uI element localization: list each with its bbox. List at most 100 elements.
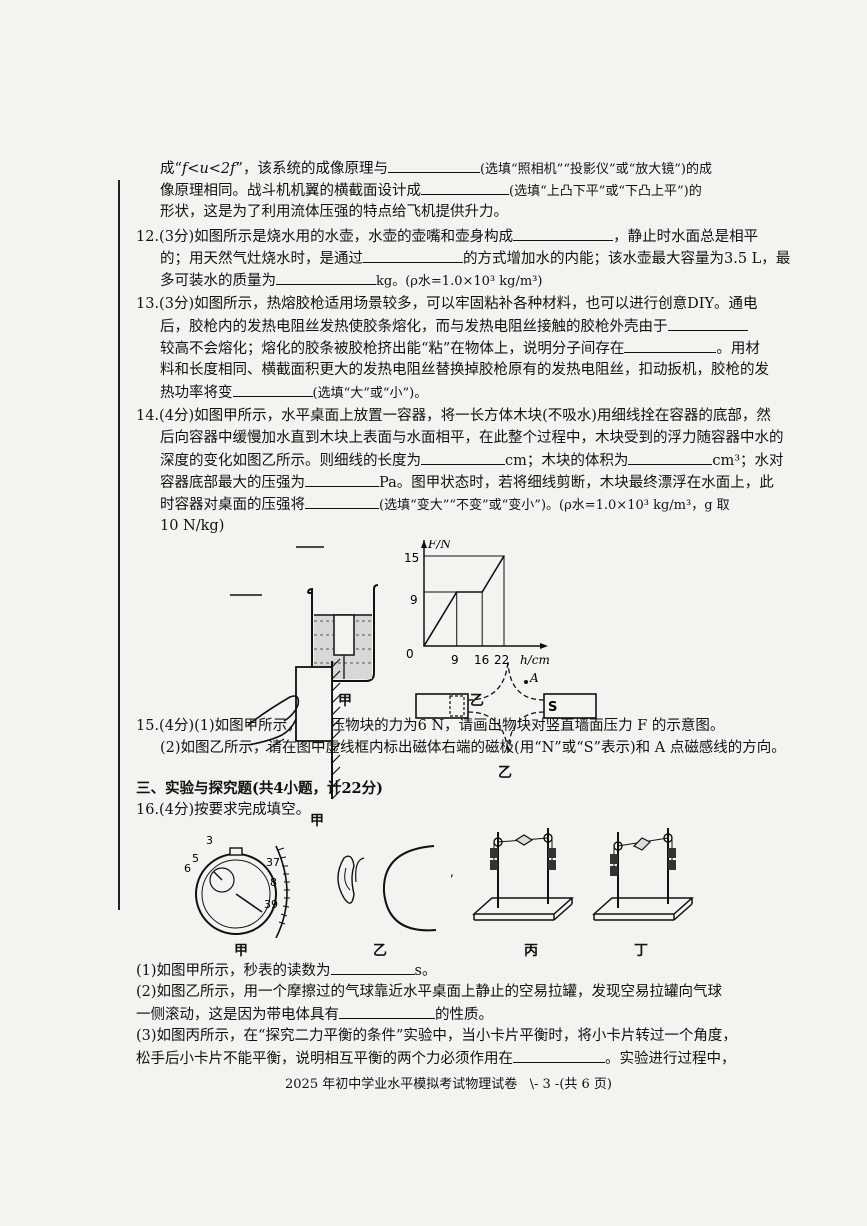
pole-box-dashed[interactable] [449, 695, 465, 717]
q14-text: cm；木块的体积为 [505, 453, 629, 469]
force-depth-graph: F/N h/cm 0 15 9 9 16 22 [402, 540, 552, 692]
q12-line2: 的；用天然气灶烧水时，是通过 的方式增加水的内能；该水壶最大容量为3.5 L，最 [160, 248, 790, 270]
svg-text:,: , [450, 865, 454, 879]
q11-text: 成“ [160, 161, 182, 177]
q14-text: 时容器对桌面的压强将 [160, 497, 305, 513]
finger-block-figure [246, 655, 376, 805]
x-axis-arrow [540, 643, 548, 649]
beaker-figure [228, 545, 398, 695]
q13-line2: 后，胶枪内的发热电阻丝发热使胶条熔化，而与发热电阻丝接触的胶枪外壳由于 [160, 316, 748, 338]
stopwatch-figure: 3 5 6 37 8 39 [180, 826, 310, 938]
q11-text: 像原理相同。战斗机机翼的横截面设计成 [160, 183, 421, 199]
q16-text: 松手后小卡片不能平衡，说明相互平衡的两个力必须作用在 [136, 1051, 513, 1067]
answer-blank[interactable] [421, 180, 509, 195]
q16-text: 一侧滚动，这是因为带电体具有 [136, 1007, 339, 1023]
answer-blank[interactable] [330, 960, 415, 975]
origin-label: 0 [406, 647, 414, 661]
fig14-caption-jia: 甲 [338, 693, 352, 709]
q13-line3: 较高不会熔化；熔化的胶条被胶枪挤出能“粘”在物体上，说明分子间存在 。用材 [160, 338, 760, 360]
answer-blank[interactable] [232, 382, 313, 397]
q13-hint: (选填“大”或“小”)。 [312, 386, 428, 401]
answer-blank[interactable] [305, 472, 379, 487]
q14-line6: 10 N/kg) [160, 518, 225, 534]
answer-blank[interactable] [513, 1048, 605, 1063]
q12-line3: 多可装水的质量为 kg。(ρ水=1.0×10³ kg/m³) [160, 270, 542, 292]
stopwatch-label-39: 39 [264, 898, 278, 911]
q11-hint: (选填“上凸下平”或“下凸上平”)的 [509, 184, 702, 199]
q16-part1: (1)如图甲所示，秒表的读数为 s。 [136, 960, 437, 982]
q16-text: 的性质。 [435, 1007, 493, 1023]
answer-blank[interactable] [305, 494, 379, 509]
q14-line5: 时容器对桌面的压强将(选填“变大”“不变”或“变小”)。(ρ水=1.0×10³ … [160, 494, 730, 516]
answer-blank[interactable] [421, 450, 505, 465]
q12-text: 多可装水的质量为 [160, 273, 276, 289]
q13-text: 热功率将变 [160, 385, 233, 401]
q14-text: 容器底部最大的压强为 [160, 475, 305, 491]
q11-line3: 形状，这是为了利用流体压强的特点给飞机提供升力。 [160, 204, 508, 220]
q16-part2-line1: (2)如图乙所示，用一个摩擦过的气球靠近水平桌面上静止的空易拉罐，发现空易拉罐向… [136, 984, 723, 1000]
q14-line3: 深度的变化如图乙所示。则细线的长度为 cm；木块的体积为 cm³；水对 [160, 450, 784, 472]
q13-text: 。用材 [716, 341, 760, 357]
answer-blank[interactable] [513, 226, 614, 241]
q11-line1: 成“f<u<2f”，该系统的成像原理与 (选填“照相机”“投影仪”或“放大镜”)的… [160, 158, 712, 180]
q15-line2: (2)如图乙所示，请在图中虚线框内标出磁体右端的磁极(用“N”或“S”表示)和 … [160, 740, 786, 756]
q13-line4: 料和长度相同、横截面积更大的发热电阻丝替换掉胶枪原有的发热电阻丝，扣动扳机，胶枪… [160, 362, 769, 378]
two-force-balance-figure-ding [588, 824, 698, 932]
stopwatch-label-8: 8 [270, 876, 277, 889]
x-axis-label: h/cm [520, 653, 550, 667]
magnet-field-figure: S A [414, 660, 614, 800]
q14-text: 深度的变化如图乙所示。则细线的长度为 [160, 453, 421, 469]
fig16-caption-yi: 乙 [373, 943, 387, 959]
q12-text: kg。(ρ水=1.0×10³ kg/m³) [376, 274, 543, 289]
answer-blank[interactable] [628, 450, 713, 465]
q12-text: 12.(3分)如图所示是烧水用的水壶，水壶的壶嘴和壶身构成 [136, 229, 514, 245]
q14-text: cm³；水对 [712, 453, 784, 469]
q12-text: 的方式增加水的内能；该水壶最大容量为3.5 L，最 [463, 251, 791, 267]
y-axis-arrow [421, 540, 427, 548]
fig15-caption-jia: 甲 [310, 813, 324, 829]
q15-line1: 15.(4分)(1)如图甲所示，手指压物块的力为6 N，请画出物块对竖直墙面压力… [136, 718, 725, 734]
two-force-balance-figure-bing [468, 824, 578, 932]
balloon-can-figure: , [324, 838, 464, 938]
tick-label-x9: 9 [451, 653, 459, 667]
q16-text: (1)如图甲所示，秒表的读数为 [136, 963, 331, 979]
point-a-marker [524, 680, 528, 684]
q11-line2: 像原理相同。战斗机机翼的横截面设计成 (选填“上凸下平”或“下凸上平”)的 [160, 180, 702, 202]
q11-formula-image: f<u<2f [181, 161, 236, 177]
tick-label-x16: 16 [474, 653, 489, 667]
q13-text: 较高不会熔化；熔化的胶条被胶枪挤出能“粘”在物体上，说明分子间存在 [160, 341, 625, 357]
fig16-caption-jia: 甲 [234, 943, 248, 959]
tick-label-x22: 22 [494, 653, 509, 667]
fig14-caption-yi: 乙 [470, 693, 484, 709]
page-footer: 2025 年初中学业水平模拟考试物理试卷 \- 3 -(共 6 页) [285, 1073, 612, 1092]
answer-blank[interactable] [624, 338, 717, 353]
q14-line1: 14.(4分)如图甲所示，水平桌面上放置一容器，将一长方体木块(不吸水)用细线拴… [136, 408, 771, 424]
q13-text: 后，胶枪内的发热电阻丝发热使胶条熔化，而与发热电阻丝接触的胶枪外壳由于 [160, 319, 668, 335]
answer-blank[interactable] [387, 158, 480, 173]
q11-text: ”，该系统的成像原理与 [235, 161, 388, 177]
answer-blank[interactable] [339, 1004, 435, 1019]
q12-text: 的；用天然气灶烧水时，是通过 [160, 251, 363, 267]
q12-text: ，静止时水面总是相平 [613, 229, 759, 245]
stopwatch-label-3: 3 [206, 834, 213, 847]
q16-text: s。 [414, 963, 437, 979]
force-depth-chart: F/N h/cm 0 15 9 9 16 22 [404, 540, 550, 667]
answer-blank[interactable] [667, 316, 748, 331]
fig16-caption-bing: 丙 [524, 943, 538, 959]
q12-line1: 12.(3分)如图所示是烧水用的水壶，水壶的壶嘴和壶身构成 ，静止时水面总是相平 [136, 226, 758, 248]
stopwatch-label-5: 5 [192, 852, 199, 865]
q16-heading: 16.(4分)按要求完成填空。 [136, 802, 311, 818]
footer-title: 2025 年初中学业水平模拟考试物理试卷 [285, 1077, 518, 1092]
answer-blank[interactable] [276, 270, 376, 285]
q16-part2-line2: 一侧滚动，这是因为带电体具有 的性质。 [136, 1004, 493, 1026]
q14-line2: 后向容器中缓慢加水直到木块上表面与水面相平，在此整个过程中，木块受到的浮力随容器… [160, 430, 784, 446]
point-a-label: A [529, 671, 539, 685]
q11-hint: (选填“照相机”“投影仪”或“放大镜”)的成 [479, 162, 712, 177]
q16-text: 。实验进行过程中， [605, 1051, 736, 1067]
answer-blank[interactable] [363, 248, 463, 263]
q13-line1: 13.(3分)如图所示，热熔胶枪适用场景较多，可以牢固粘补各种材料，也可以进行创… [136, 296, 758, 312]
q16-part3-line1: (3)如图丙所示，在“探究二力平衡的条件”实验中，当小卡片平衡时，将小卡片转过一… [136, 1028, 737, 1044]
footer-page-number: \- 3 -(共 6 页) [529, 1077, 613, 1092]
